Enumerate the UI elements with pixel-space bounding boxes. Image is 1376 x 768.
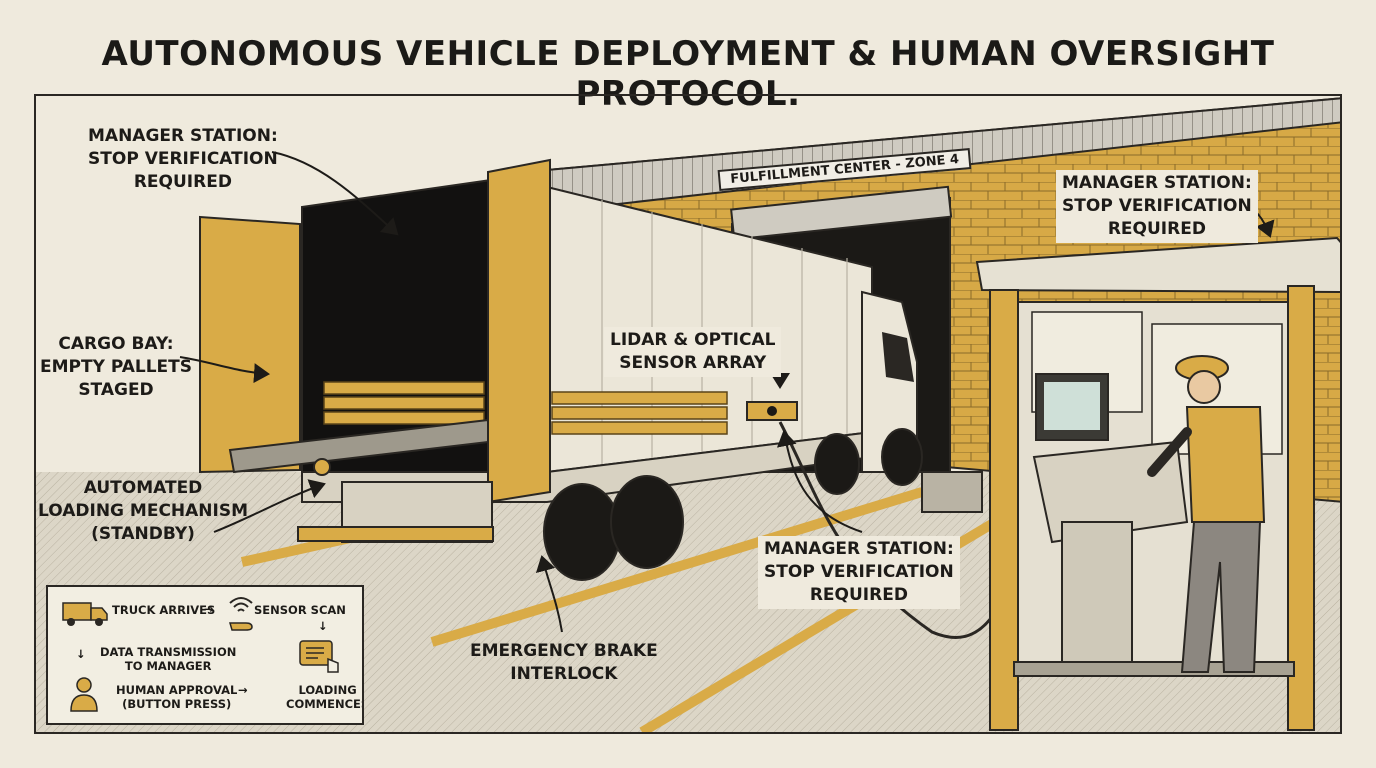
wifi-icon (229, 597, 253, 612)
arrow-manager-center (776, 430, 863, 533)
scene-illustration (36, 97, 1340, 732)
manager-station-label-top-right: MANAGER STATION: STOP VERIFICATION REQUI… (1056, 170, 1258, 243)
wheels (543, 428, 923, 581)
worker-figure (1147, 355, 1266, 673)
pallet-stacks (323, 381, 728, 435)
emergency-brake-label: EMERGENCY BRAKE INTERLOCK (470, 641, 658, 684)
arrow-down-icon: ↓ (318, 619, 328, 633)
step-truck-arrives: TRUCK ARRIVES (112, 603, 216, 617)
arrow-right-icon: → (204, 602, 214, 616)
conveyor-belt (228, 418, 489, 476)
touchscreen-icon (299, 640, 339, 673)
manager-station-label-center: MANAGER STATION: STOP VERIFICATION REQUI… (758, 536, 960, 609)
trailer-doors (199, 158, 551, 504)
illustration-frame: FULFILLMENT CENTER - ZONE 4 (34, 94, 1342, 734)
loading-mechanism-label: AUTOMATED LOADING MECHANISM (STANDBY) (38, 478, 249, 544)
manager-station-label-top-left: MANAGER STATION: STOP VERIFICATION REQUI… (88, 126, 278, 192)
step-data-transmission: DATA TRANSMISSION TO MANAGER (100, 645, 237, 673)
cargo-bay-label: CARGO BAY: EMPTY PALLETS STAGED (40, 334, 192, 400)
step-human-approval: HUMAN APPROVAL (BUTTON PRESS) (116, 683, 238, 711)
lidar-sensor-label: LIDAR & OPTICAL SENSOR ARRAY (604, 327, 782, 377)
arrow-manager-top-left (271, 151, 399, 236)
arrow-right-approval-icon: → (238, 683, 248, 697)
truck-icon (62, 602, 108, 626)
arrow-brake (535, 555, 563, 633)
step-sensor-scan: SENSOR SCAN (254, 603, 346, 617)
process-flow-legend: TRUCK ARRIVES → SENSOR SCAN ↓ ↓ DATA TRA… (46, 585, 364, 725)
arrow-loading (213, 479, 326, 533)
step-loading-commences: LOADING COMMENCES (286, 683, 364, 711)
lidar-sensor (746, 401, 798, 421)
undercarriage (297, 481, 494, 543)
manager-booth (975, 236, 1340, 731)
hand-icon (229, 622, 253, 631)
arrow-cargo-bay (179, 356, 270, 384)
arrow-down-left-icon: ↓ (76, 647, 86, 661)
person-icon (70, 677, 98, 712)
